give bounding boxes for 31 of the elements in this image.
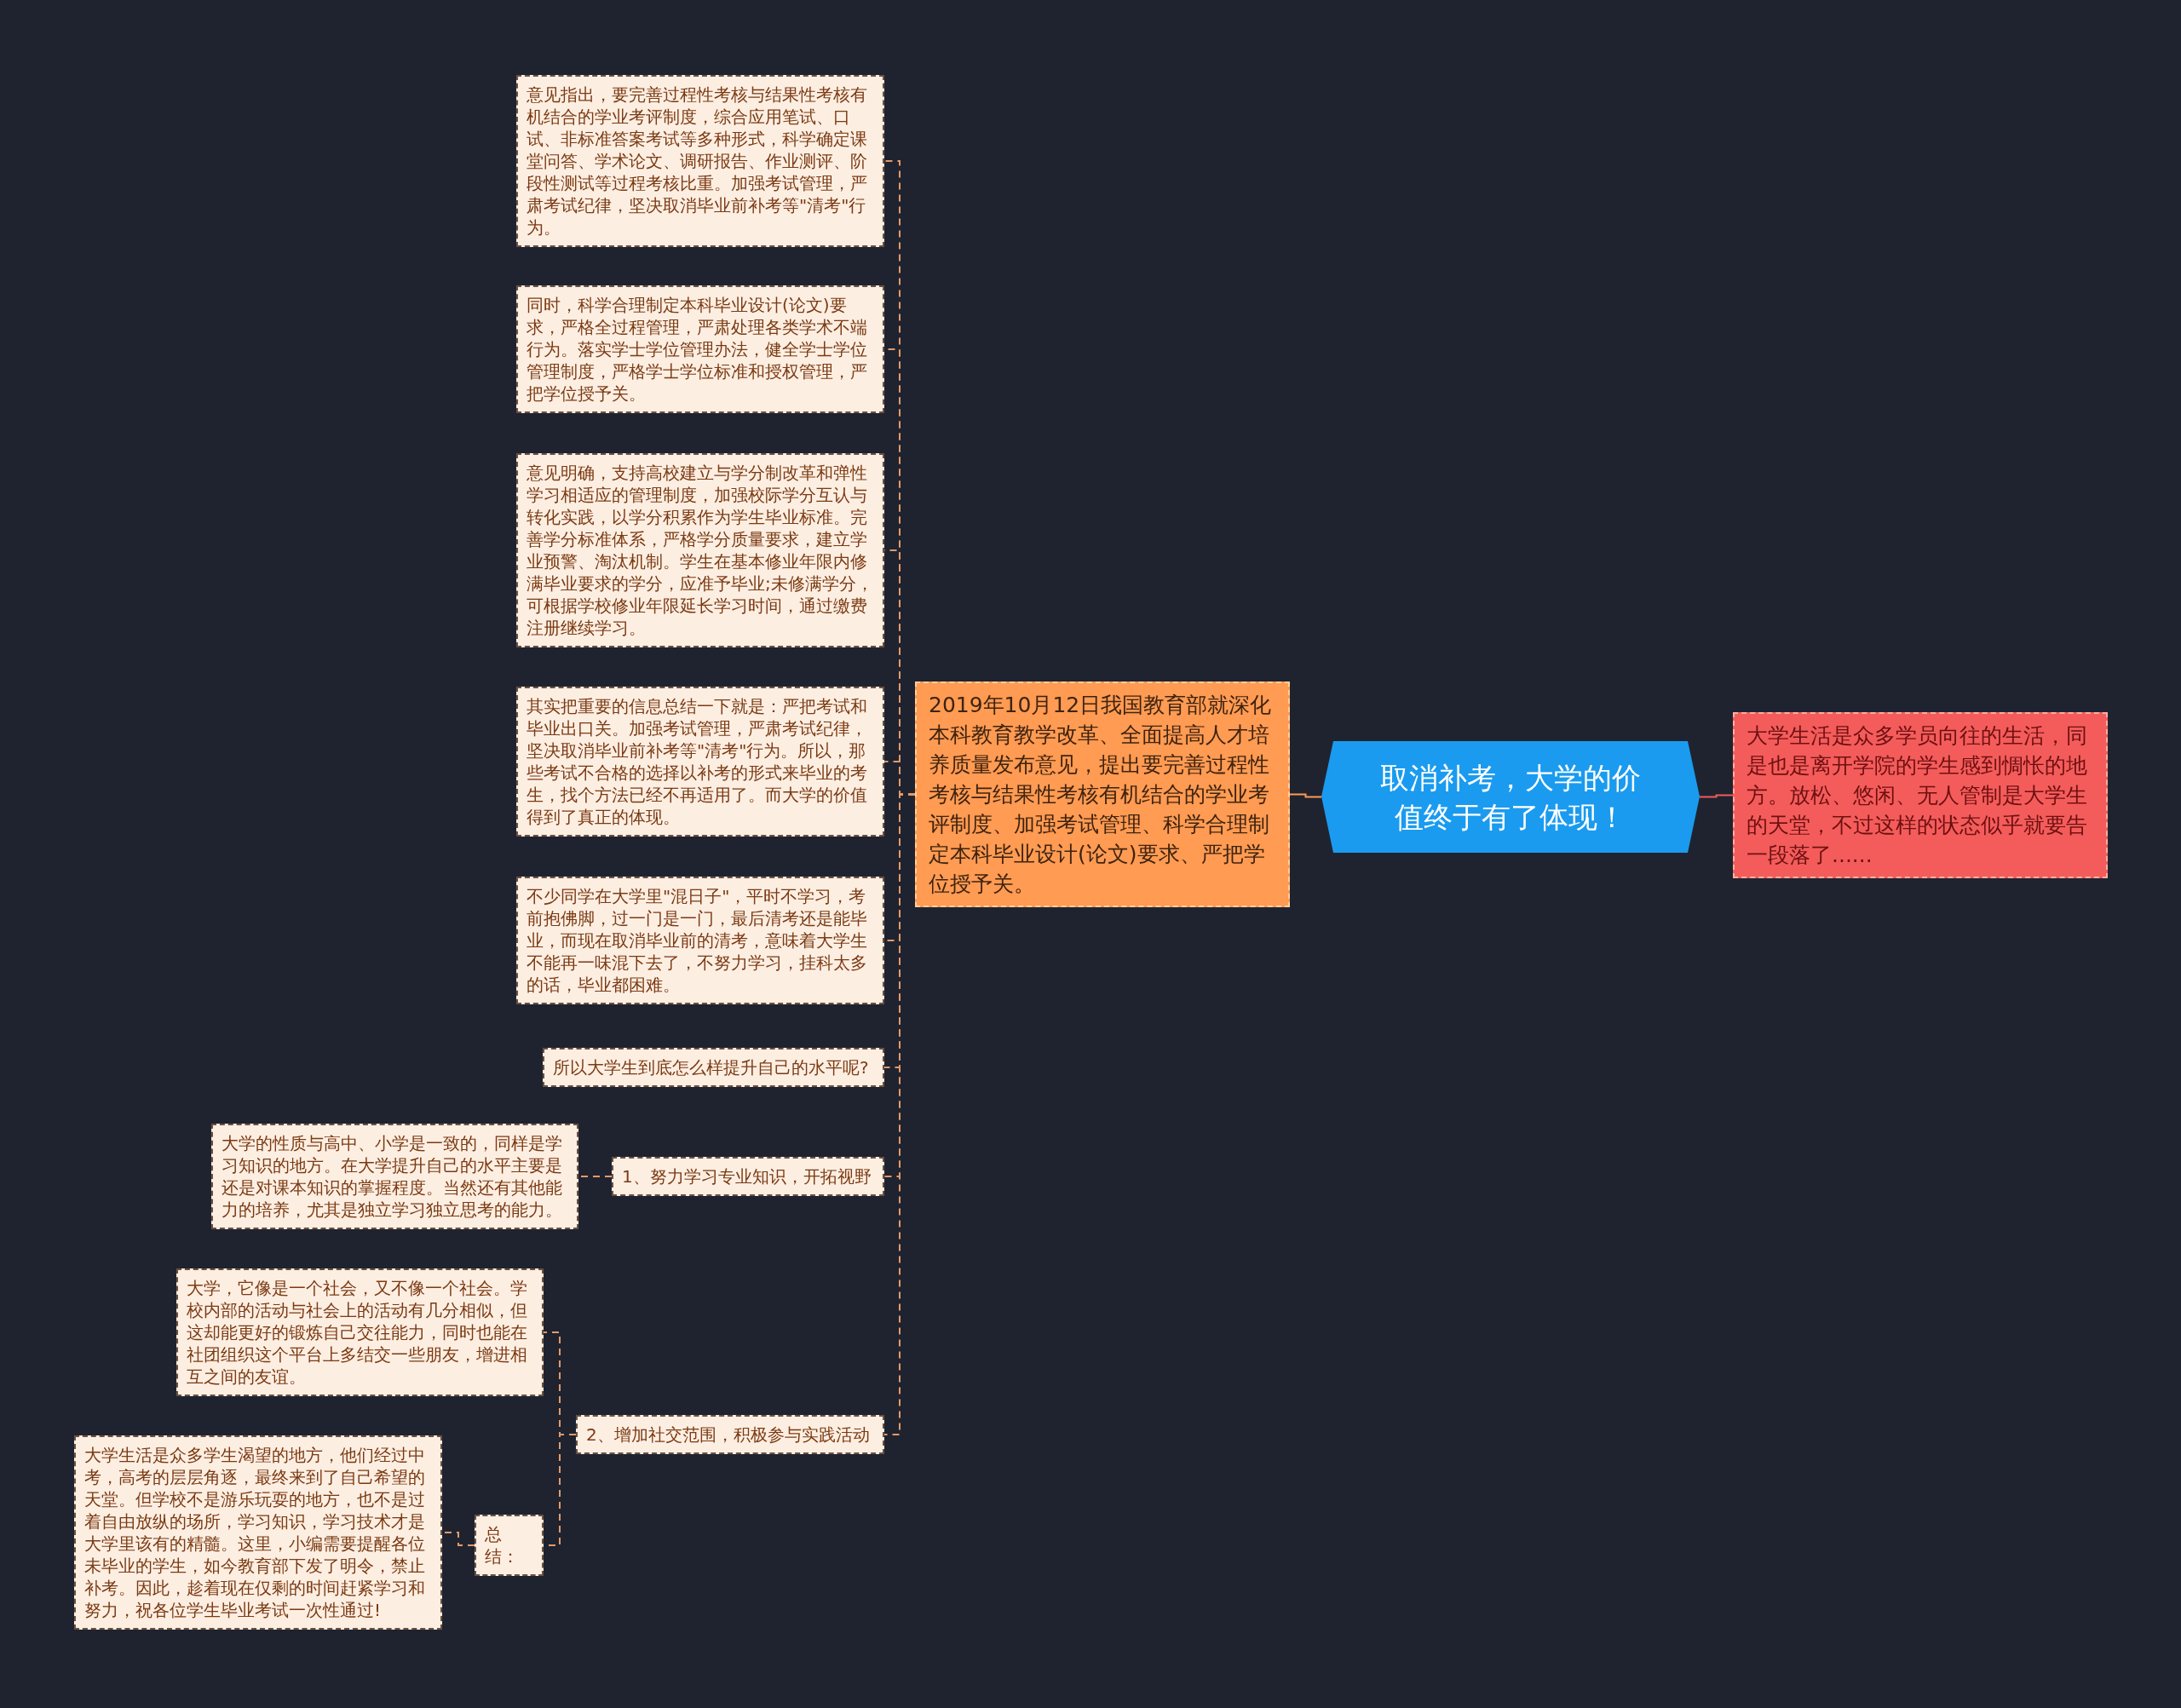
node-text: 意见指出，要完善过程性考核与结果性考核有机结合的学业考评制度，综合应用笔试、口试、非标准答案考试等多种形式，科学确定课堂问答、学术论文、调研报告、作业测评、阶段性测试等过程考核比重。加强考试管理，严肃考试纪律，坚决取消毕业前补考等"清考"行为。 <box>527 83 868 239</box>
text-box <box>516 687 884 837</box>
text-box <box>543 1048 884 1087</box>
node-text: 大学，它像是一个社会，又不像一个社会。学校内部的活动与社会上的活动有几分相似，但这却能更好的锻炼自己交往能力，同时也能在社团组织这个平台上多结交一些朋友，增进相互之间的友谊。 <box>187 1277 528 1388</box>
text-box <box>576 1415 884 1454</box>
text-box <box>74 1435 442 1630</box>
text-box <box>475 1515 544 1576</box>
node-text: 不少同学在大学里"混日子"，平时不学习，考前抱佛脚，过一门是一门，最后清考还是能毕业，而现在取消毕业前的清考，意味着大学生不能再一味混下去了，不努力学习，挂科太多的话，毕业都困难。 <box>527 885 868 996</box>
connector-line <box>1289 793 1322 798</box>
node-text: 2、增加社交范围，积极参与实践活动 <box>586 1423 871 1446</box>
text-box <box>612 1157 884 1196</box>
node-text: 意见明确，支持高校建立与学分制改革和弹性学习相适应的管理制度，加强校际学分互认与转化实践，以学分积累作为学生毕业标准。完善学分标准体系，严格学分质量要求，建立学业预警、淘汰机制。学生在基本修业年限内修满毕业要求的学分，应准予毕业;未修满学分，可根据学校修业年限延长学习时间，通过缴费注册继续学习。 <box>527 462 874 639</box>
node-text: 2019年10月12日我国教育部就深化本科教育教学改革、全面提高人才培养质量发布意见，提出要完善过程性考核与结果性考核有机结合的学业考评制度、加强考试管理、科学合理制定本科毕业设计(论文)要求、严把学位授予关。 <box>929 692 1273 898</box>
topic-box <box>915 681 1290 907</box>
node-text: 所以大学生到底怎么样提升自己的水平呢? <box>553 1056 870 1078</box>
connector-line <box>1699 794 1734 798</box>
text-box <box>516 285 884 413</box>
text-box <box>211 1124 578 1229</box>
node-text: 大学的性质与高中、小学是一致的，同样是学习知识的地方。在大学提升自己的水平主要是还是对课本知识的掌握程度。当然还有其他能力的培养，尤其是独立学习独立思考的能力。 <box>222 1132 563 1221</box>
node-text: 同时，科学合理制定本科毕业设计(论文)要求，严格全过程管理，严肃处理各类学术不端行为。落实学士学位管理办法，健全学士学位管理制度，严格学士学位标准和授权管理，严把学位授予关。 <box>527 294 868 405</box>
text-box <box>176 1268 544 1396</box>
node-text: 1、努力学习专业知识，开拓视野 <box>622 1165 872 1188</box>
text-box <box>516 877 884 1004</box>
central-topic <box>1321 741 1700 853</box>
node-text: 取消补考，大学的价值终于有了体现！ <box>1379 759 1642 836</box>
node-text: 大学生活是众多学生渴望的地方，他们经过中考，高考的层层角逐，最终来到了自己希望的天堂。但学校不是游乐玩耍的地方，也不是过着自由放纵的场所，学习知识，学习技术才是大学里该有的精髓。这里，小编需要提醒各位未毕业的学生，如今教育部下发了明令，禁止补考。因此，趁着现在仅剩的时间赶紧学习和努力，祝各位学生毕业考试一次性通过! <box>84 1444 426 1621</box>
node-text: 总结： <box>485 1523 520 1567</box>
topic-box <box>1733 712 2108 878</box>
node-text: 其实把重要的信息总结一下就是：严把考试和毕业出口关。加强考试管理，严肃考试纪律，坚决取消毕业前补考等"清考"行为。所以，那些考试不合格的选择以补考的形式来毕业的考生，找个方法已经不再适用了。而大学的价值得到了真正的体现。 <box>527 695 868 828</box>
node-text: 大学生活是众多学员向往的生活，同是也是离开学院的学生感到惆怅的地方。放松、悠闲、无人管制是大学生的天堂，不过这样的状态似乎就要告一段落了...... <box>1747 722 2088 869</box>
text-box <box>516 75 884 247</box>
